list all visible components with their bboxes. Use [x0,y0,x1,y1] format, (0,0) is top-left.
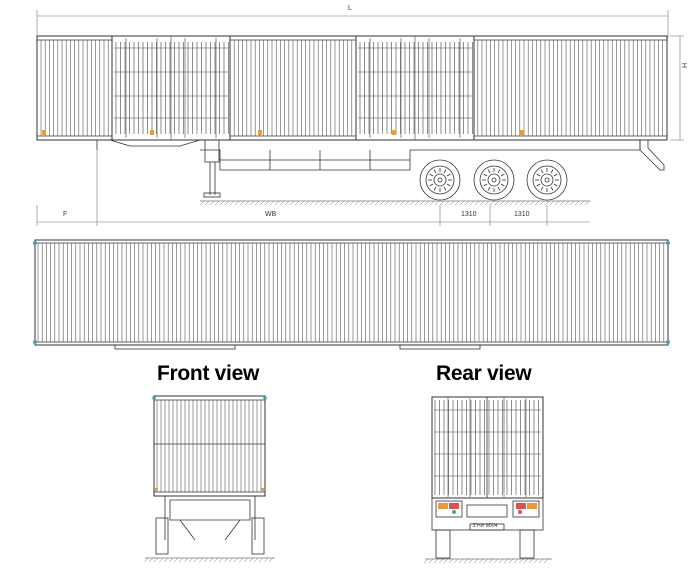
dim-height-label: H [682,62,690,69]
top-view [33,239,670,350]
dim-front-overhang-label: F [63,211,68,218]
rear-view-title: Rear view [436,362,532,385]
dim-wheelbase-label: WB [265,211,277,218]
dim-length-label: L [348,5,352,12]
rear-plate-text: ΣΥΦΙ ΜΧ/4 [473,523,498,529]
front-view-title: Front view [157,362,260,385]
rear-view-drawing [423,396,552,564]
dim-axle-spacing-1-label: 1310 [461,211,477,218]
dim-axle-spacing-2-label: 1310 [514,211,530,218]
side-view [36,10,684,226]
front-view-drawing [143,395,275,563]
